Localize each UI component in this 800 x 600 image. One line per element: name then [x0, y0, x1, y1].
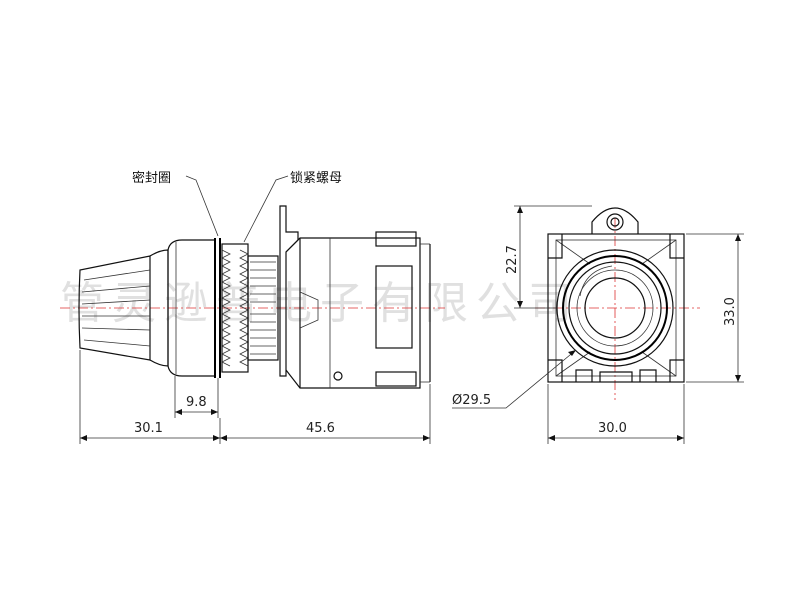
- dim-knob-length: 30.1: [79, 350, 221, 444]
- dim-body-length-text: 45.6: [306, 421, 335, 436]
- seal-ring-label: 密封圈: [132, 170, 171, 186]
- dim-body-length: 45.6: [220, 384, 431, 444]
- watermark-text: 管灵逊普电子有限公司: [60, 278, 580, 329]
- dim-bezel-diameter-text: Ø29.5: [452, 393, 491, 408]
- dim-bezel-depth: 9.8: [174, 376, 219, 418]
- dim-front-height-text: 33.0: [723, 297, 738, 326]
- front-bezel-rings: [556, 249, 674, 367]
- dim-front-height: 33.0: [686, 233, 744, 383]
- dim-front-width: 30.0: [547, 384, 685, 444]
- dim-bezel-diameter: Ø29.5: [452, 349, 577, 409]
- lock-nut-callout: 锁紧螺母: [243, 170, 342, 243]
- lock-nut-label: 锁紧螺母: [290, 170, 342, 186]
- side-view: 密封圈 锁紧螺母 9.8 30.1 45.6: [60, 170, 445, 444]
- front-mount-tab: [591, 207, 639, 234]
- dim-knob-length-text: 30.1: [134, 421, 163, 436]
- dim-top-offset: 22.7: [505, 205, 592, 309]
- dim-top-offset-text: 22.7: [505, 245, 520, 274]
- switch-body: [285, 231, 431, 389]
- dim-bezel-depth-text: 9.8: [186, 395, 207, 410]
- dim-front-width-text: 30.0: [598, 421, 627, 436]
- front-view: 30.0 33.0 22.7 Ø29.5: [452, 205, 744, 444]
- seal-ring-callout: 密封圈: [132, 170, 219, 237]
- front-housing: [547, 233, 685, 383]
- threaded-shaft: [247, 255, 279, 361]
- bezel: [167, 238, 221, 378]
